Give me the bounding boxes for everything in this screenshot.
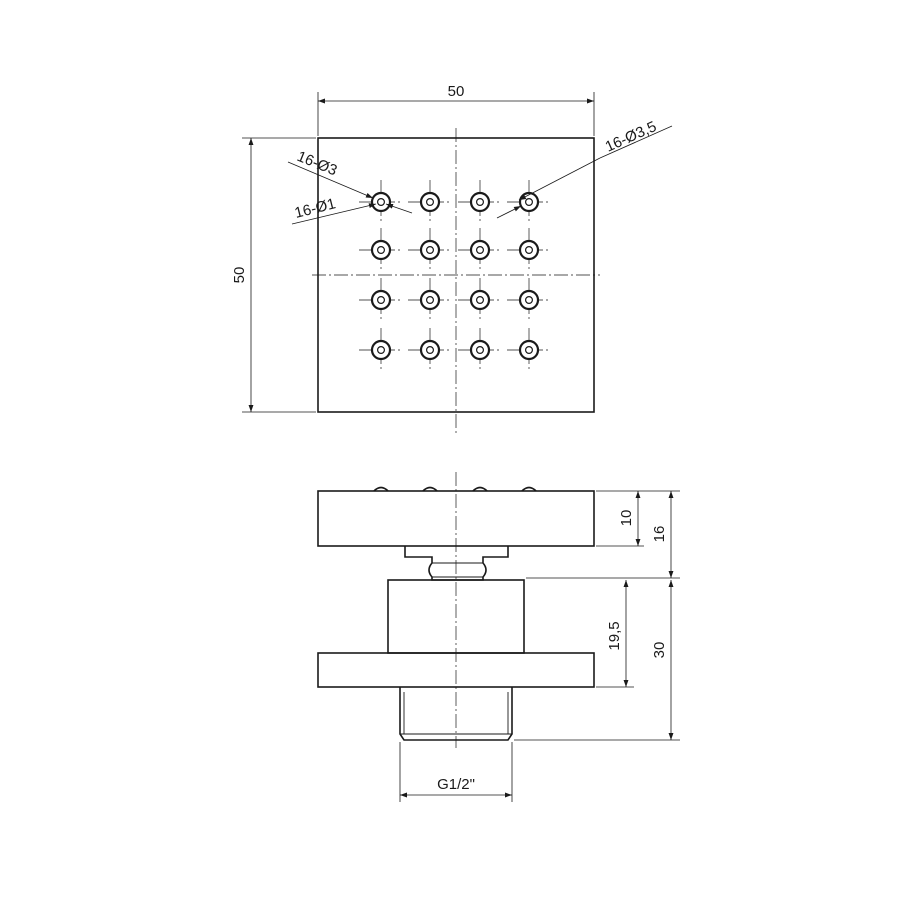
hole-right-label: 16-Ø3,5	[603, 118, 659, 156]
side-view: 10 16 19,5 30 G1/2"	[317, 472, 680, 802]
nozzle-hole	[458, 328, 502, 372]
top-width-dimension: 50	[317, 83, 595, 136]
nozzle-hole	[359, 228, 403, 272]
nozzle-hole	[408, 328, 452, 372]
thread-dimension: G1/2"	[399, 742, 513, 802]
top-view: 50 50 16-Ø3 16-Ø1 16-Ø3,5	[231, 83, 673, 436]
nozzle-hole	[359, 328, 403, 372]
nozzle-hole	[507, 278, 551, 322]
top-height-dimension: 50	[231, 137, 316, 413]
lower-total-dimension: 30	[514, 580, 680, 741]
head-total-label: 16	[651, 526, 668, 543]
top-width-label: 50	[448, 83, 465, 100]
lower-total-label: 30	[651, 642, 668, 659]
nozzle-hole	[359, 278, 403, 322]
nozzle-hole-grid	[359, 180, 551, 372]
hole-callout-left: 16-Ø3 16-Ø1	[287, 148, 413, 225]
body-height-label: 19,5	[606, 621, 623, 650]
hole-inner-label: 16-Ø1	[293, 195, 338, 222]
top-height-label: 50	[231, 267, 248, 284]
nozzle-bumps	[373, 486, 537, 492]
head-thickness-label: 10	[618, 510, 635, 527]
nozzle-hole	[408, 278, 452, 322]
head-block	[317, 490, 595, 547]
nozzle-hole	[408, 228, 452, 272]
thread-label: G1/2"	[437, 776, 475, 793]
head-thickness-dimension: 10	[596, 490, 680, 547]
head-total-dimension: 16	[526, 491, 680, 579]
body-height-dimension: 19,5	[596, 580, 634, 688]
nozzle-hole	[408, 180, 452, 224]
nozzle-hole	[458, 180, 502, 224]
nozzle-hole	[458, 278, 502, 322]
mounting-flange	[317, 652, 595, 688]
threaded-connection	[399, 687, 513, 741]
nozzle-hole	[507, 228, 551, 272]
nozzle-hole	[359, 180, 403, 224]
nozzle-hole	[507, 328, 551, 372]
nozzle-hole	[458, 228, 502, 272]
